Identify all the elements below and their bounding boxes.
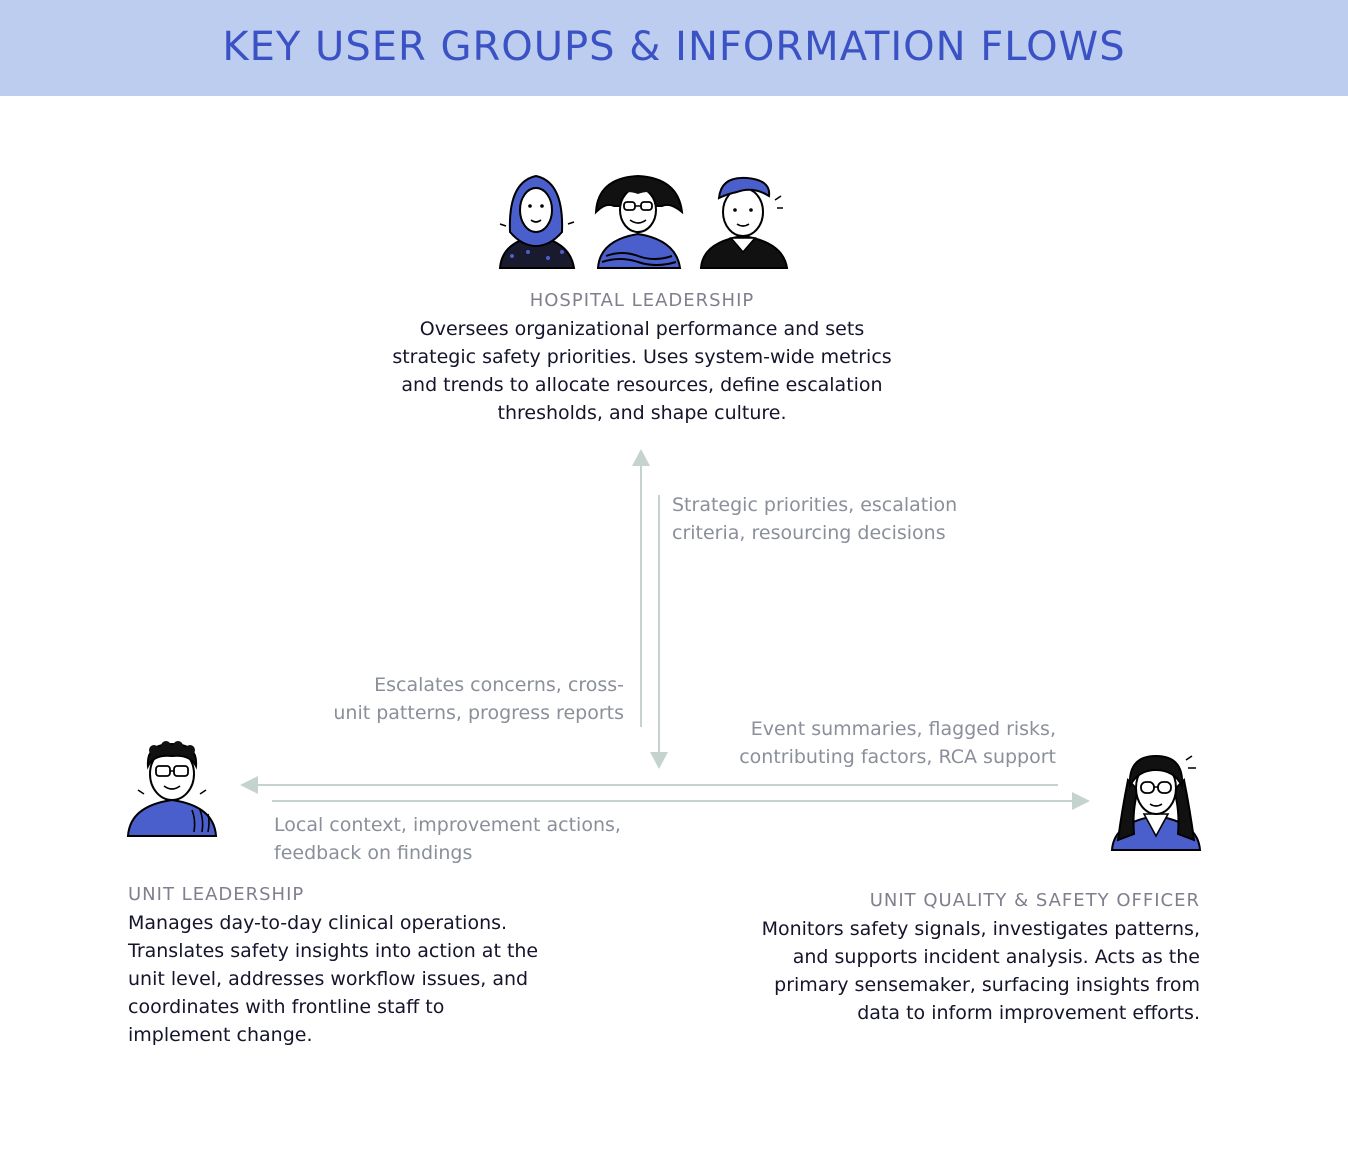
unit-quality-safety-officer-avatar-icon xyxy=(1110,754,1202,851)
flow-label-up-to-hospital: Escalates concerns, cross- unit patterns… xyxy=(280,671,624,727)
unit-leadership-description: Manages day-to-day clinical operations. … xyxy=(128,909,568,1049)
arrowhead-up xyxy=(632,449,650,466)
suit-man-icon xyxy=(699,176,789,269)
desc-line: and trends to allocate resources, define… xyxy=(401,374,883,396)
desc-line: strategic safety priorities. Uses system… xyxy=(392,346,892,368)
desc-line: primary sensemaker, surfacing insights f… xyxy=(774,974,1200,996)
desc-line: Manages day-to-day clinical operations. xyxy=(128,912,508,934)
officer-description: Monitors safety signals, investigates pa… xyxy=(740,915,1200,1027)
header-banner: KEY USER GROUPS & INFORMATION FLOWS xyxy=(0,0,1348,96)
desc-line: thresholds, and shape culture. xyxy=(497,402,787,424)
page-title: KEY USER GROUPS & INFORMATION FLOWS xyxy=(222,24,1126,70)
flow-line: unit patterns, progress reports xyxy=(333,702,624,724)
flow-line: feedback on findings xyxy=(274,842,473,864)
desc-line: data to inform improvement efforts. xyxy=(857,1002,1200,1024)
unit-leadership-avatar-icon xyxy=(126,741,218,837)
desc-line: Translates safety insights into action a… xyxy=(128,940,539,962)
arrowhead-right xyxy=(1072,792,1090,810)
flow-line: Escalates concerns, cross- xyxy=(374,674,624,696)
arrowhead-left xyxy=(240,776,258,794)
unit-leadership-title: UNIT LEADERSHIP xyxy=(128,884,305,905)
desc-line: and supports incident analysis. Acts as … xyxy=(792,946,1200,968)
desc-line: Oversees organizational performance and … xyxy=(419,318,865,340)
flow-label-unit-to-officer: Local context, improvement actions, feed… xyxy=(274,811,674,867)
flow-line: Local context, improvement actions, xyxy=(274,814,621,836)
glasses-woman-icon xyxy=(594,174,684,269)
flow-line: contributing factors, RCA support xyxy=(739,746,1056,768)
desc-line: coordinates with frontline staff to xyxy=(128,996,445,1018)
officer-title: UNIT QUALITY & SAFETY OFFICER xyxy=(869,890,1200,911)
hospital-leadership-avatars xyxy=(498,174,789,269)
desc-line: implement change. xyxy=(128,1024,313,1046)
flow-line: Event summaries, flagged risks, xyxy=(750,718,1056,740)
flow-label-officer-to-unit: Event summaries, flagged risks, contribu… xyxy=(680,715,1056,771)
hospital-leadership-description: Oversees organizational performance and … xyxy=(372,315,912,427)
hospital-leadership-title: HOSPITAL LEADERSHIP xyxy=(529,290,755,311)
arrowhead-down xyxy=(650,752,668,769)
desc-line: Monitors safety signals, investigates pa… xyxy=(761,918,1200,940)
flow-line: Strategic priorities, escalation xyxy=(672,494,958,516)
hijab-person-icon xyxy=(498,174,576,269)
flow-line: criteria, resourcing decisions xyxy=(672,522,946,544)
desc-line: unit level, addresses workflow issues, a… xyxy=(128,968,529,990)
flow-label-down-from-hospital: Strategic priorities, escalation criteri… xyxy=(672,491,1032,547)
